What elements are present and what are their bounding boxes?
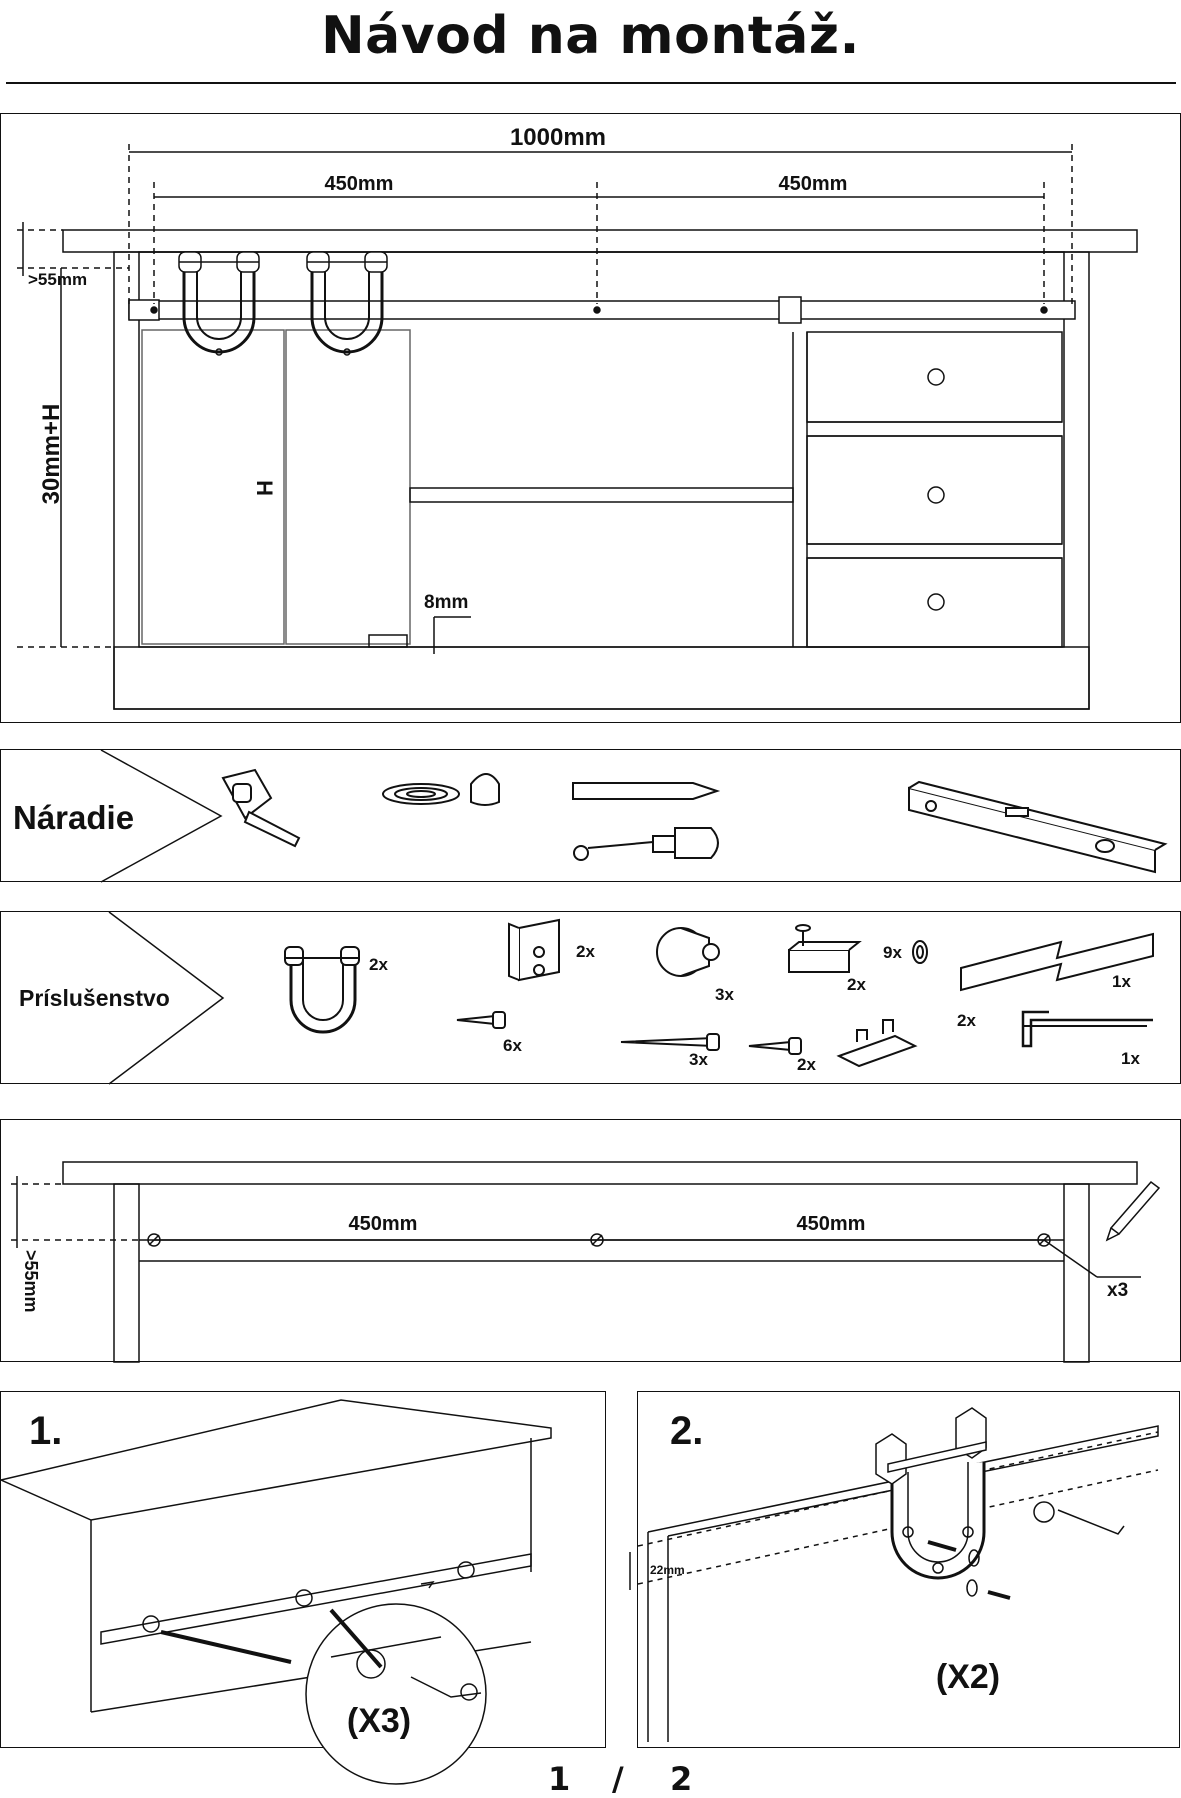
- step2-multiplier: (X2): [936, 1658, 1000, 1696]
- dim-vertical: 30mm+H: [38, 404, 65, 505]
- drill-mark-count: x3: [1107, 1280, 1128, 1301]
- qty-short-screw: 6x: [503, 1036, 522, 1055]
- qty-washer: 9x: [883, 943, 902, 962]
- long-screw-icon: [620, 1033, 720, 1051]
- drill-dim-right: 450mm: [797, 1213, 866, 1235]
- qty-hanger-wheel: 2x: [369, 955, 388, 974]
- step1-number: 1.: [29, 1409, 62, 1453]
- tape-measure-icon: [221, 768, 301, 848]
- overview-diagram: 1000mm 450mm 450mm >55mm 30mm+H H 8mm: [17, 124, 1138, 710]
- dim-right: 450mm: [779, 173, 848, 195]
- drill-dim-gap: >55mm: [21, 1250, 41, 1313]
- dim-floor-gap: 8mm: [424, 592, 468, 613]
- page-total: 2: [670, 1760, 693, 1798]
- title-divider: [6, 82, 1176, 84]
- stopper-block-icon: [508, 918, 560, 982]
- qty-rail: 1x: [1112, 972, 1131, 991]
- spacer-icon: [656, 927, 720, 977]
- step2-dim: 22mm: [650, 1563, 685, 1577]
- qty-stopper-block: 2x: [576, 942, 595, 961]
- tools-heading: Náradie: [13, 799, 134, 836]
- qty-allen-key: 1x: [1121, 1049, 1140, 1068]
- step1-multiplier: (X3): [347, 1702, 411, 1740]
- tools-panel: Náradie: [0, 749, 1181, 883]
- overview-panel: 1000mm 450mm 450mm >55mm 30mm+H H 8mm: [0, 113, 1181, 723]
- qty-floor-guide: 2x: [957, 1011, 976, 1030]
- step2-number: 2.: [670, 1409, 703, 1453]
- washer-icon: [912, 940, 928, 964]
- allen-key-icon: [1021, 1010, 1153, 1048]
- qty-spacer: 3x: [715, 985, 734, 1004]
- dim-height-gap: >55mm: [28, 270, 87, 289]
- hanger-wheel-icon: [284, 946, 360, 1034]
- step1-panel: 1. (X3): [0, 1391, 606, 1785]
- connector-icon: [1022, 1025, 1147, 1038]
- screwdriver-icon: [573, 827, 719, 861]
- pencil-icon: [572, 782, 721, 800]
- step2-panel: 2.: [629, 1391, 1180, 1748]
- chalk-line-icon: [382, 773, 500, 806]
- short-screw-icon: [456, 1011, 506, 1029]
- dim-h: H: [252, 480, 277, 496]
- qty-medium-screw: 2x: [797, 1055, 816, 1074]
- floor-guide-icon: [836, 1019, 918, 1068]
- accessories-heading: Príslušenstvo: [19, 985, 170, 1011]
- rail-icon: [960, 932, 1154, 992]
- page-title: Návod na montáž.: [321, 6, 860, 66]
- anti-jump-block-icon: [788, 924, 862, 973]
- page-separator: /: [612, 1760, 624, 1798]
- spacer-and-allen-key-icon: [1033, 1501, 1125, 1535]
- bolt-and-washer-icon: [927, 1540, 1011, 1600]
- hanger-wheel-left-icon: [178, 251, 260, 356]
- dim-left: 450mm: [325, 173, 394, 195]
- drilling-panel: 450mm 450mm >55mm x3: [0, 1119, 1181, 1363]
- dim-total: 1000mm: [510, 124, 606, 151]
- qty-long-screw: 3x: [689, 1050, 708, 1069]
- drill-dim-left: 450mm: [349, 1213, 418, 1235]
- spirit-level-icon: [908, 780, 1168, 874]
- qty-anti-jump-block: 2x: [847, 975, 866, 994]
- accessories-panel: Príslušenstvo: [0, 911, 1181, 1085]
- page-current: 1: [548, 1760, 571, 1798]
- hanger-wheel-assembly-icon: [875, 1407, 987, 1580]
- detail-magnifier: [305, 1603, 487, 1785]
- medium-screw-icon: [748, 1037, 802, 1055]
- hanger-wheel-right-icon: [306, 251, 388, 356]
- pencil-mark-icon: [1105, 1180, 1161, 1242]
